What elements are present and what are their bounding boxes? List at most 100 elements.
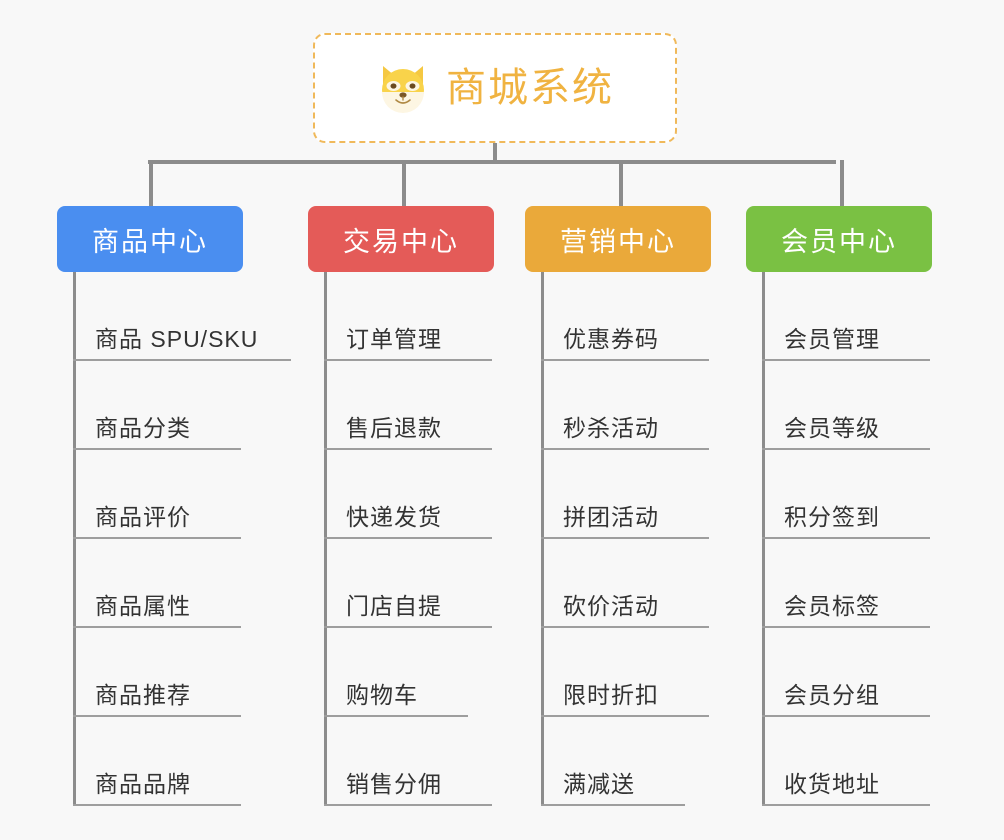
leaf-label: 会员分组 <box>784 682 880 708</box>
branch-header-product-center[interactable]: 商品中心 <box>57 206 243 272</box>
leaf-label: 砍价活动 <box>563 593 659 619</box>
leaf-underline <box>324 626 492 628</box>
leaf-underline <box>73 804 241 806</box>
leaf-item[interactable]: 会员标签 <box>746 539 932 628</box>
leaf-item[interactable]: 购物车 <box>308 628 494 717</box>
branch-column-marketing-center: 营销中心 优惠券码 秒杀活动 拼团活动 砍价活动 限时折扣 <box>525 160 711 806</box>
leaf-item[interactable]: 订单管理 <box>308 272 494 361</box>
connector-drop-product-center <box>149 160 153 206</box>
leaf-label: 商品推荐 <box>95 682 191 708</box>
leaf-item[interactable]: 销售分佣 <box>308 717 494 806</box>
leaf-list-trade-center: 订单管理 售后退款 快递发货 门店自提 购物车 销售分佣 <box>308 272 494 806</box>
leaf-item[interactable]: 商品属性 <box>57 539 243 628</box>
leaf-underline <box>73 626 241 628</box>
leaf-item[interactable]: 收货地址 <box>746 717 932 806</box>
leaf-underline <box>73 359 291 361</box>
leaf-item[interactable]: 限时折扣 <box>525 628 711 717</box>
leaf-item[interactable]: 门店自提 <box>308 539 494 628</box>
leaf-label: 收货地址 <box>784 771 880 797</box>
leaf-label: 满减送 <box>563 771 635 797</box>
connector-horizontal-bus <box>148 160 836 164</box>
leaf-label: 会员标签 <box>784 593 880 619</box>
leaf-label: 商品品牌 <box>95 771 191 797</box>
leaf-underline <box>541 715 709 717</box>
leaf-underline <box>73 715 241 717</box>
branch-column-member-center: 会员中心 会员管理 会员等级 积分签到 会员标签 会员分组 <box>746 160 932 806</box>
leaf-label: 商品评价 <box>95 504 191 530</box>
connector-spine-marketing-center <box>541 272 544 806</box>
leaf-item[interactable]: 秒杀活动 <box>525 361 711 450</box>
leaf-label: 销售分佣 <box>346 771 442 797</box>
leaf-item[interactable]: 商品推荐 <box>57 628 243 717</box>
leaf-underline <box>762 359 930 361</box>
leaf-label: 售后退款 <box>346 415 442 441</box>
leaf-item[interactable]: 积分签到 <box>746 450 932 539</box>
leaf-list-member-center: 会员管理 会员等级 积分签到 会员标签 会员分组 收货地址 <box>746 272 932 806</box>
leaf-item[interactable]: 优惠券码 <box>525 272 711 361</box>
branch-header-trade-center[interactable]: 交易中心 <box>308 206 494 272</box>
leaf-underline <box>762 626 930 628</box>
leaf-underline <box>541 448 709 450</box>
leaf-label: 积分签到 <box>784 504 880 530</box>
leaf-underline <box>73 537 241 539</box>
leaf-label: 门店自提 <box>346 593 442 619</box>
leaf-underline <box>324 804 492 806</box>
shiba-dog-face-icon <box>382 66 424 113</box>
leaf-underline <box>73 448 241 450</box>
branch-header-member-center[interactable]: 会员中心 <box>746 206 932 272</box>
leaf-item[interactable]: 快递发货 <box>308 450 494 539</box>
leaf-label: 秒杀活动 <box>563 415 659 441</box>
leaf-underline <box>541 804 685 806</box>
leaf-item[interactable]: 商品分类 <box>57 361 243 450</box>
leaf-item[interactable]: 会员管理 <box>746 272 932 361</box>
leaf-list-product-center: 商品 SPU/SKU 商品分类 商品评价 商品属性 商品推荐 商品品牌 <box>57 272 291 806</box>
connector-drop-trade-center <box>402 160 406 206</box>
branch-header-label: 商品中心 <box>92 226 208 257</box>
leaf-underline <box>762 448 930 450</box>
leaf-label: 会员管理 <box>784 326 880 352</box>
leaf-underline <box>541 359 709 361</box>
branch-header-label: 交易中心 <box>343 226 459 257</box>
branch-column-product-center: 商品中心 商品 SPU/SKU 商品分类 商品评价 商品属性 商品推荐 <box>57 160 291 806</box>
leaf-underline <box>324 715 468 717</box>
leaf-underline <box>541 537 709 539</box>
leaf-item[interactable]: 会员分组 <box>746 628 932 717</box>
connector-spine-product-center <box>73 272 76 806</box>
leaf-item[interactable]: 拼团活动 <box>525 450 711 539</box>
leaf-item[interactable]: 商品品牌 <box>57 717 243 806</box>
leaf-item[interactable]: 商品评价 <box>57 450 243 539</box>
root-title: 商城系统 <box>446 66 614 110</box>
leaf-label: 拼团活动 <box>563 504 659 530</box>
leaf-item[interactable]: 会员等级 <box>746 361 932 450</box>
leaf-label: 购物车 <box>346 682 418 708</box>
leaf-underline <box>324 537 492 539</box>
root-node-mall-system[interactable]: 商城系统 <box>313 33 677 143</box>
leaf-underline <box>762 804 930 806</box>
leaf-label: 快递发货 <box>346 504 442 530</box>
leaf-underline <box>541 626 709 628</box>
branch-header-label: 会员中心 <box>781 226 897 257</box>
leaf-label: 订单管理 <box>346 326 442 352</box>
leaf-label: 商品分类 <box>95 415 191 441</box>
connector-drop-marketing-center <box>619 160 623 206</box>
leaf-underline <box>762 715 930 717</box>
branch-header-marketing-center[interactable]: 营销中心 <box>525 206 711 272</box>
connector-spine-member-center <box>762 272 765 806</box>
connector-drop-member-center <box>840 160 844 206</box>
leaf-list-marketing-center: 优惠券码 秒杀活动 拼团活动 砍价活动 限时折扣 满减送 <box>525 272 711 806</box>
leaf-label: 优惠券码 <box>563 326 659 352</box>
leaf-label: 限时折扣 <box>563 682 659 708</box>
connector-root-stem <box>493 143 497 163</box>
leaf-item[interactable]: 满减送 <box>525 717 711 806</box>
leaf-item[interactable]: 售后退款 <box>308 361 494 450</box>
leaf-label: 商品 SPU/SKU <box>95 326 259 352</box>
leaf-underline <box>324 448 492 450</box>
leaf-item[interactable]: 商品 SPU/SKU <box>57 272 291 361</box>
leaf-item[interactable]: 砍价活动 <box>525 539 711 628</box>
connector-spine-trade-center <box>324 272 327 806</box>
leaf-underline <box>324 359 492 361</box>
branch-header-label: 营销中心 <box>560 226 676 257</box>
leaf-label: 商品属性 <box>95 593 191 619</box>
branch-column-trade-center: 交易中心 订单管理 售后退款 快递发货 门店自提 购物车 <box>308 160 494 806</box>
